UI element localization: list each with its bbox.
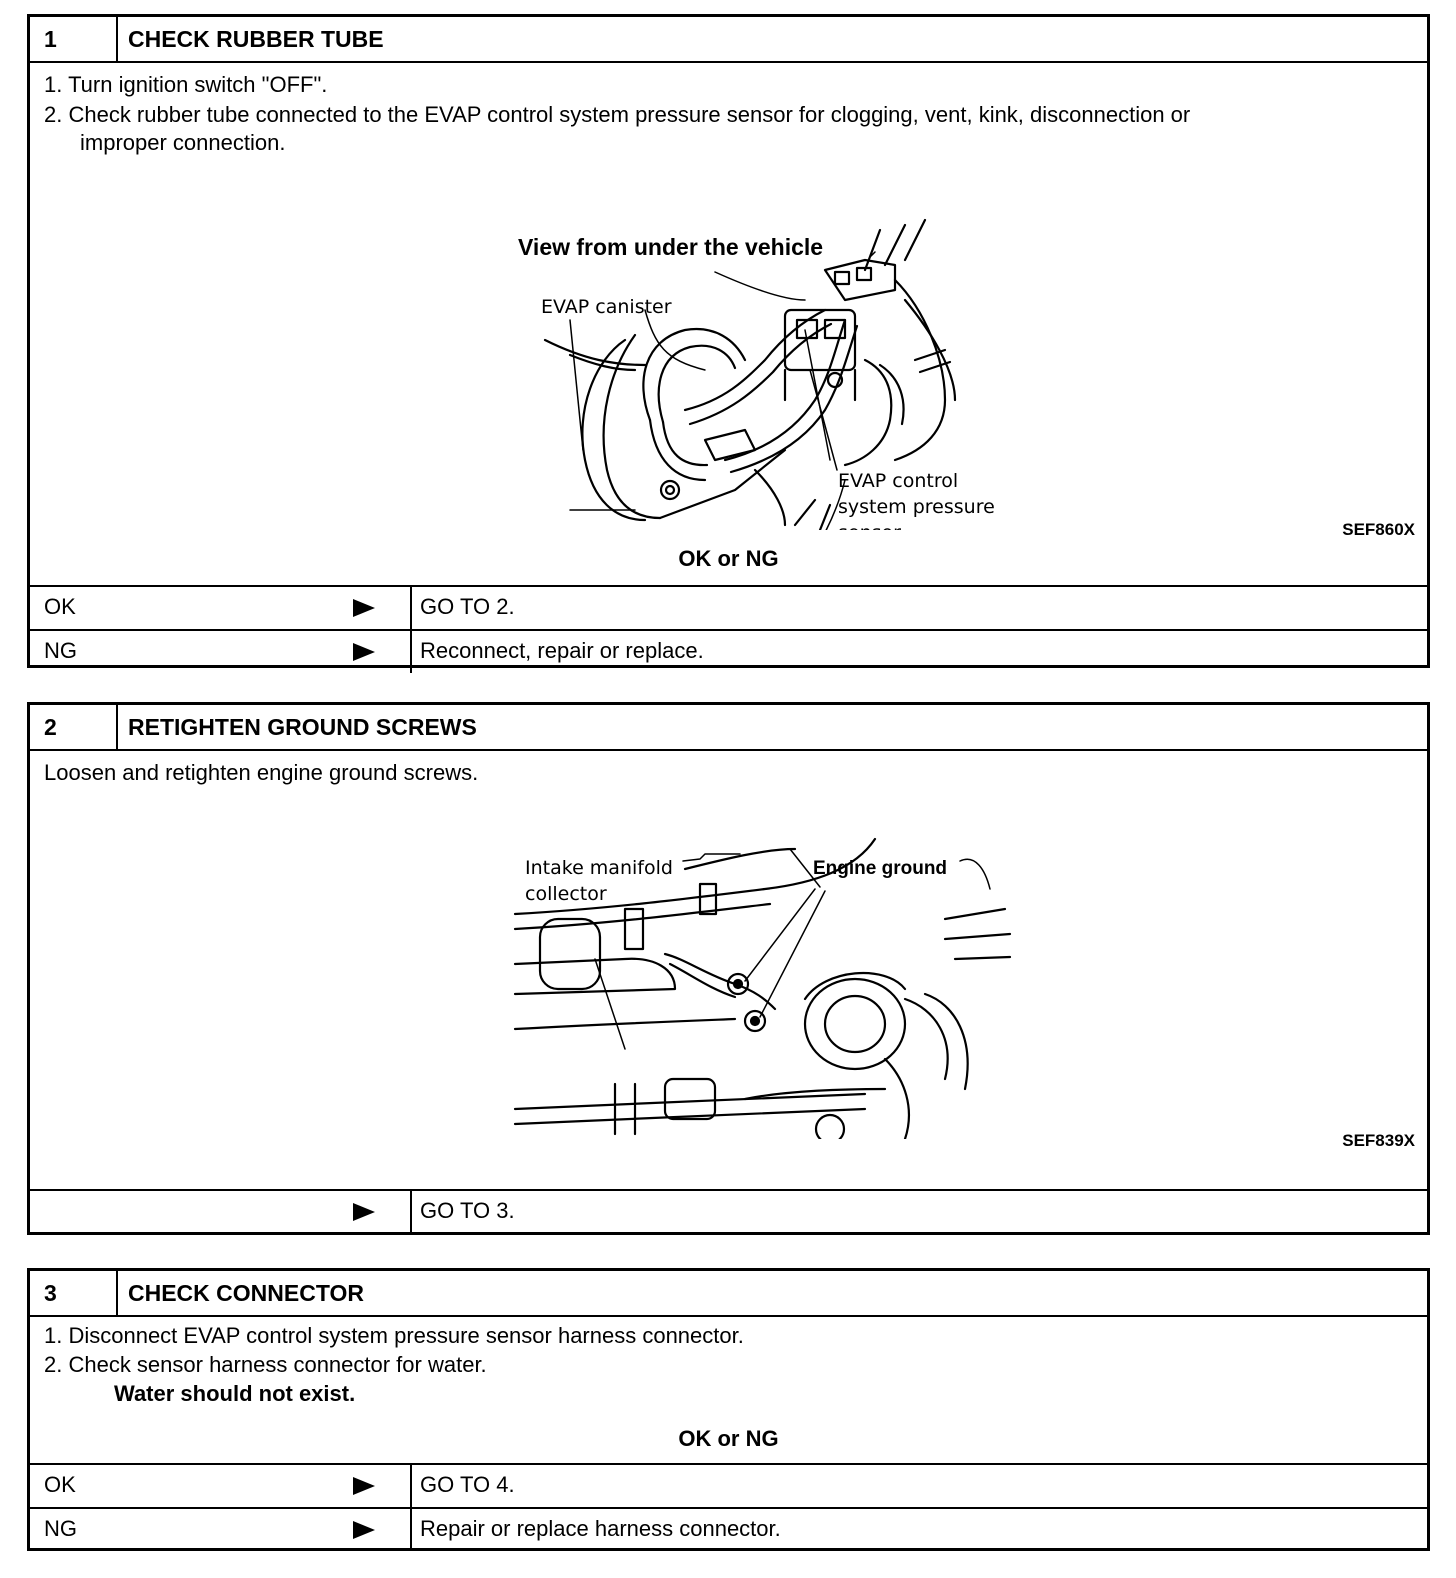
arrow-icon (353, 1203, 375, 1221)
result-action: GO TO 3. (410, 1191, 1427, 1233)
figure-code: SEF839X (1342, 1131, 1415, 1150)
step-title: RETIGHTEN GROUND SCREWS (128, 714, 477, 740)
step-title: CHECK CONNECTOR (128, 1280, 364, 1306)
ok-or-ng-label: OK or NG (678, 1426, 779, 1451)
step-number: 3 (30, 1271, 118, 1315)
step-2-header: 2 RETIGHTEN GROUND SCREWS (30, 705, 1427, 751)
result-action: GO TO 2. (410, 587, 1427, 629)
step-2-body: Loosen and retighten engine ground screw… (30, 751, 1427, 1189)
instruction-line: 1. Turn ignition switch "OFF". (44, 72, 328, 97)
step-2-box: 2 RETIGHTEN GROUND SCREWS Loosen and ret… (27, 702, 1430, 1235)
arrow-icon (353, 1477, 375, 1495)
engine-ground-illustration: Intake manifold collector Engine ground (513, 837, 1012, 1139)
result-row-ok: OK GO TO 2. (30, 585, 1427, 629)
arrow-icon (353, 643, 375, 661)
label-engine-ground: Engine ground (813, 858, 947, 879)
instruction-line: 2. Check sensor harness connector for wa… (44, 1352, 487, 1377)
label-pressure-sensor: EVAP control (838, 470, 958, 492)
step-1-box: 1 CHECK RUBBER TUBE 1. Turn ignition swi… (27, 14, 1430, 673)
label-intake-manifold: Intake manifold (525, 857, 673, 879)
result-row-ok: OK GO TO 4. (30, 1463, 1427, 1507)
label-intake-manifold: collector (525, 883, 607, 905)
step-number: 2 (30, 705, 118, 749)
step-3-box: 3 CHECK CONNECTOR 1. Disconnect EVAP con… (27, 1268, 1430, 1551)
figure-code: SEF860X (1342, 520, 1415, 539)
instruction-line: 1. Disconnect EVAP control system pressu… (44, 1323, 744, 1348)
result-label: NG (44, 638, 77, 663)
step-3-body: 1. Disconnect EVAP control system pressu… (30, 1317, 1427, 1463)
result-label: NG (44, 1516, 77, 1541)
instruction-line: 2. Check rubber tube connected to the EV… (44, 102, 1191, 127)
step-number: 1 (30, 17, 118, 61)
result-action: GO TO 4. (410, 1465, 1427, 1507)
result-action: Reconnect, repair or replace. (410, 631, 1427, 673)
result-row: GO TO 3. (30, 1189, 1427, 1233)
label-pressure-sensor: system pressure (838, 496, 995, 518)
result-label: OK (44, 594, 76, 619)
ok-or-ng-label: OK or NG (678, 546, 779, 571)
step-title: CHECK RUBBER TUBE (128, 26, 384, 52)
arrow-icon (353, 1521, 375, 1539)
result-label: OK (44, 1472, 76, 1497)
result-row-ng: NG Repair or replace harness connector. (30, 1507, 1427, 1551)
result-row-ng: NG Reconnect, repair or replace. (30, 629, 1427, 673)
arrow-icon (353, 599, 375, 617)
step-3-header: 3 CHECK CONNECTOR (30, 1271, 1427, 1317)
label-pressure-sensor: sensor (838, 522, 901, 530)
step-1-body: 1. Turn ignition switch "OFF". 2. Check … (30, 63, 1427, 585)
evap-canister-illustration: View from under the vehicle EVAP caniste… (518, 218, 995, 530)
spec-line: Water should not exist. (114, 1381, 356, 1406)
instruction-line: improper connection. (80, 130, 286, 155)
result-action: Repair or replace harness connector. (410, 1509, 1427, 1551)
instruction-line: Loosen and retighten engine ground screw… (44, 760, 479, 785)
figure-heading: View from under the vehicle (518, 234, 823, 260)
step-1-header: 1 CHECK RUBBER TUBE (30, 17, 1427, 63)
label-evap-canister: EVAP canister (541, 296, 672, 318)
